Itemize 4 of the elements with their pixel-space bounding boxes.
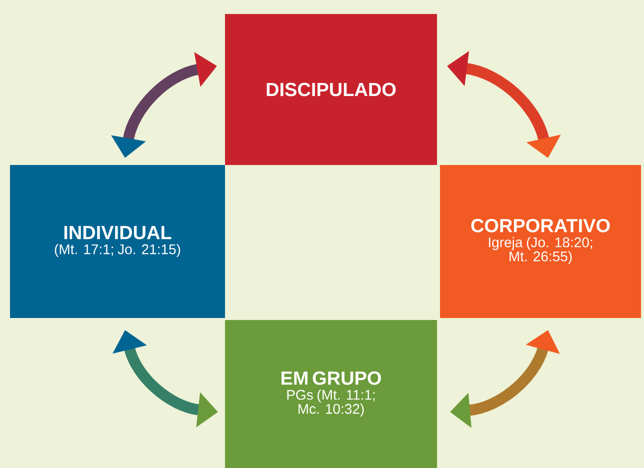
box: INDIVIDUAL (Mt. 17:1; Jo. 21:15) <box>10 165 225 318</box>
box: EM GRUPO PGs (Mt. 11:1; Mc. 10:32) <box>225 320 437 468</box>
box: DISCIPULADO <box>225 14 437 165</box>
box: CORPORATIVO Igreja (Jo. 18:20; Mt. 26:55) <box>440 165 641 318</box>
